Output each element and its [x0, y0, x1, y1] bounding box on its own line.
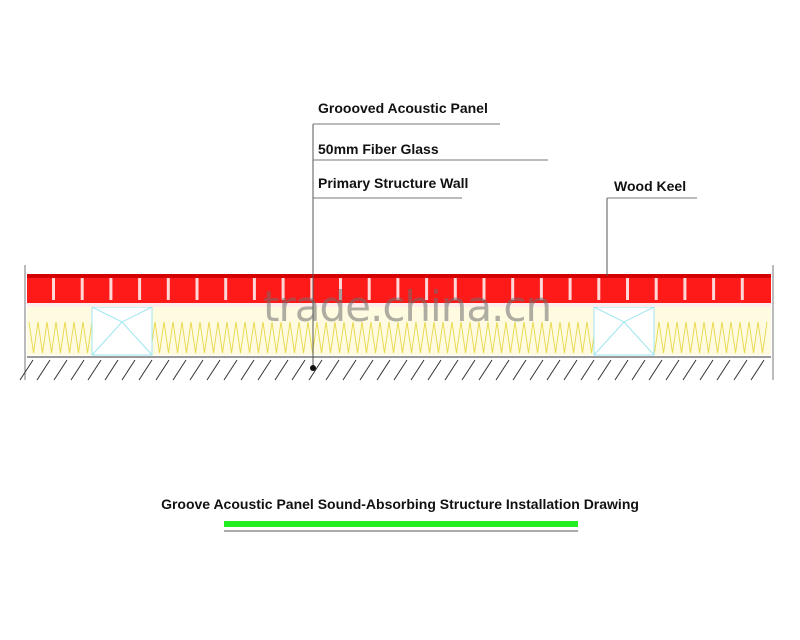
panel-groove — [597, 278, 601, 300]
wood-keel — [593, 306, 655, 356]
panel-groove — [568, 278, 572, 300]
panel-groove — [654, 278, 658, 300]
wood-keels — [91, 306, 655, 356]
panel-groove — [712, 278, 716, 300]
panel-groove — [195, 278, 199, 300]
panel-groove — [109, 278, 113, 300]
panel-groove — [166, 278, 170, 300]
panel-groove — [339, 278, 342, 300]
panel-back — [27, 303, 771, 307]
title-underline — [224, 521, 578, 532]
panel-groove — [425, 278, 429, 300]
wood-keel-bracing — [593, 306, 655, 356]
wall-hatching — [19, 359, 765, 381]
leader-lines — [310, 123, 697, 371]
panel-groove — [453, 278, 457, 300]
label-primary-wall: Primary Structure Wall — [318, 175, 469, 191]
panel-groove — [310, 278, 314, 300]
label-grooved-panel: Groooved Acoustic Panel — [318, 100, 488, 116]
grooved-acoustic-panel — [27, 274, 771, 307]
title-underline-bar — [224, 521, 578, 527]
wood-keel — [91, 306, 153, 356]
panel-groove — [539, 278, 543, 300]
wood-keel-bracing — [91, 306, 153, 356]
label-wood-keel: Wood Keel — [614, 178, 687, 194]
panel-groove — [367, 278, 371, 300]
panel-groove — [626, 278, 629, 300]
panel-groove — [740, 278, 744, 300]
panel-face — [27, 274, 771, 278]
panel-groove — [511, 278, 515, 300]
panel-groove — [281, 278, 285, 300]
drawing-title: Groove Acoustic Panel Sound-Absorbing St… — [161, 496, 639, 512]
panel-groove — [396, 278, 400, 300]
primary-structure-wall — [19, 265, 774, 381]
panel-groove — [80, 278, 84, 300]
panel-groove — [482, 278, 486, 300]
panel-groove — [52, 278, 55, 300]
label-fiber-glass: 50mm Fiber Glass — [318, 141, 439, 157]
panel-groove — [252, 278, 256, 300]
panel-groove — [138, 278, 142, 300]
panel-groove — [224, 278, 228, 300]
leader-dot-icon — [310, 365, 316, 371]
watermark: trade.china.cn — [263, 282, 552, 331]
panel-groove — [683, 278, 687, 300]
